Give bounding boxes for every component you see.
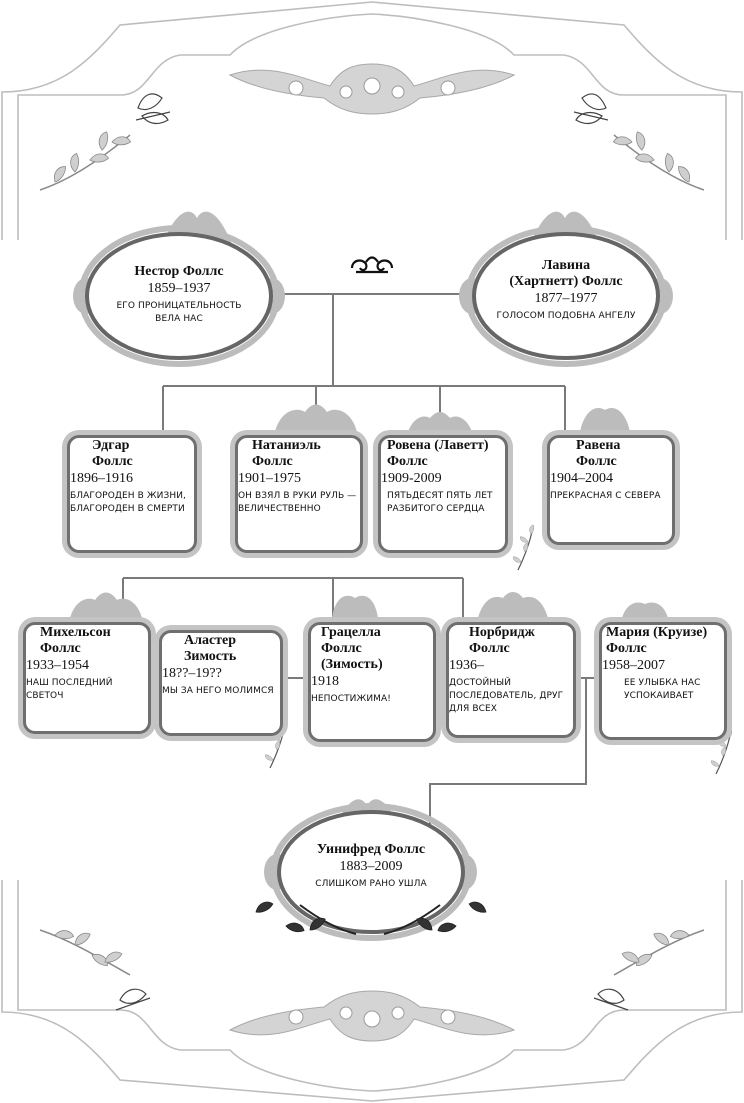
person-motto: Прекрасная с севера <box>550 491 661 501</box>
person-motto: Слишком рано ушла <box>315 879 427 889</box>
box-crowns <box>70 404 668 618</box>
person-name: Аластер Зимость <box>184 633 237 664</box>
person-name: Грацелла Фоллс (Зимость) <box>321 625 383 672</box>
person-name: Норбридж Фоллс <box>469 625 535 656</box>
tree-connectors <box>122 293 598 832</box>
oval-nestor <box>73 211 285 367</box>
center-ornament <box>350 256 394 274</box>
top-right-sprig <box>573 93 705 191</box>
winifred-dark-leaves <box>254 900 488 937</box>
person-motto: Пятьдесят пять лет разбитого сердца <box>387 491 493 514</box>
person-motto: Непостижима! <box>311 694 391 704</box>
person-maria: Мария (Круизе) Фоллс 1958–2007 Ее улыбка… <box>599 622 727 740</box>
person-name: Мария (Круизе) Фоллс <box>606 625 708 656</box>
person-dates: 1901–1975 <box>238 471 301 486</box>
person-dates: 1859–1937 <box>147 281 211 296</box>
person-name: Равена Фоллс <box>576 438 621 469</box>
person-ravena: Равена Фоллс 1904–2004 Прекрасная с севе… <box>547 435 675 545</box>
bottom-left-sprig <box>39 927 151 1011</box>
person-dates: 1896–1916 <box>70 471 133 486</box>
oval-winifred <box>264 799 477 941</box>
bottom-right-sprig <box>593 927 705 1011</box>
person-motto: Его проницательность вела нас <box>116 301 242 324</box>
person-dates: 1909-2009 <box>381 471 442 486</box>
person-dates: 18??–19?? <box>162 666 222 681</box>
person-motto: Благороден в жизни, благороден в смерти <box>70 491 187 514</box>
person-motto: Ее улыбка нас успокаивает <box>624 678 701 701</box>
person-lavina: Лавина (Хартнетт) Фоллс 1877–1977 Голосо… <box>484 252 648 348</box>
person-motto: Наш последний светоч <box>26 678 113 701</box>
person-motto: Мы за него молимся <box>162 686 274 696</box>
person-name: Эдгар Фоллс <box>92 438 133 469</box>
person-name: Натаниэль Фоллс <box>252 438 321 469</box>
person-dates: 1958–2007 <box>602 658 665 673</box>
bottom-frame <box>1 880 743 1102</box>
person-name: Нестор Фоллс <box>134 264 224 279</box>
person-dates: 1918 <box>311 674 339 689</box>
person-nestor: Нестор Фоллс 1859–1937 Его проницательно… <box>97 256 261 346</box>
person-michaelson: Михельсон Фоллс 1933–1954 Наш последний … <box>23 622 151 734</box>
person-gracella: Грацелла Фоллс (Зимость) 1918 Непостижим… <box>308 622 436 742</box>
person-alaster: Аластер Зимость 18??–19?? Мы за него мол… <box>159 630 283 736</box>
person-dates: 1904–2004 <box>550 471 613 486</box>
small-sprigs <box>263 523 735 775</box>
person-name: Лавина (Хартнетт) Фоллс <box>509 258 623 289</box>
person-motto: Достойный последователь, друг для всех <box>449 678 564 714</box>
person-dates: 1877–1977 <box>534 291 598 306</box>
person-rowena: Ровена (Лаветт) Фоллс 1909-2009 Пятьдеся… <box>378 435 508 553</box>
person-motto: Голосом подобна ангелу <box>496 311 636 321</box>
person-edgar: Эдгар Фоллс 1896–1916 Благороден в жизни… <box>67 435 197 553</box>
top-left-sprig <box>39 93 171 191</box>
person-name: Ровена (Лаветт) Фоллс <box>387 438 489 469</box>
person-dates: 1936– <box>449 658 484 673</box>
person-norbridge: Норбридж Фоллс 1936– Достойный последова… <box>446 622 576 738</box>
top-frame <box>1 1 743 240</box>
person-dates: 1933–1954 <box>26 658 89 673</box>
person-nathaniel: Натаниэль Фоллс 1901–1975 Он взял в руки… <box>235 435 363 553</box>
person-name: Михельсон Фоллс <box>40 625 111 656</box>
person-name: Уинифред Фоллс <box>316 842 426 857</box>
oval-lavina <box>459 211 673 367</box>
person-winifred: Уинифред Фоллс 1883–2009 Слишком рано уш… <box>289 838 453 908</box>
person-motto: Он взял в руки руль — величественно <box>238 491 357 514</box>
person-dates: 1883–2009 <box>339 859 403 874</box>
